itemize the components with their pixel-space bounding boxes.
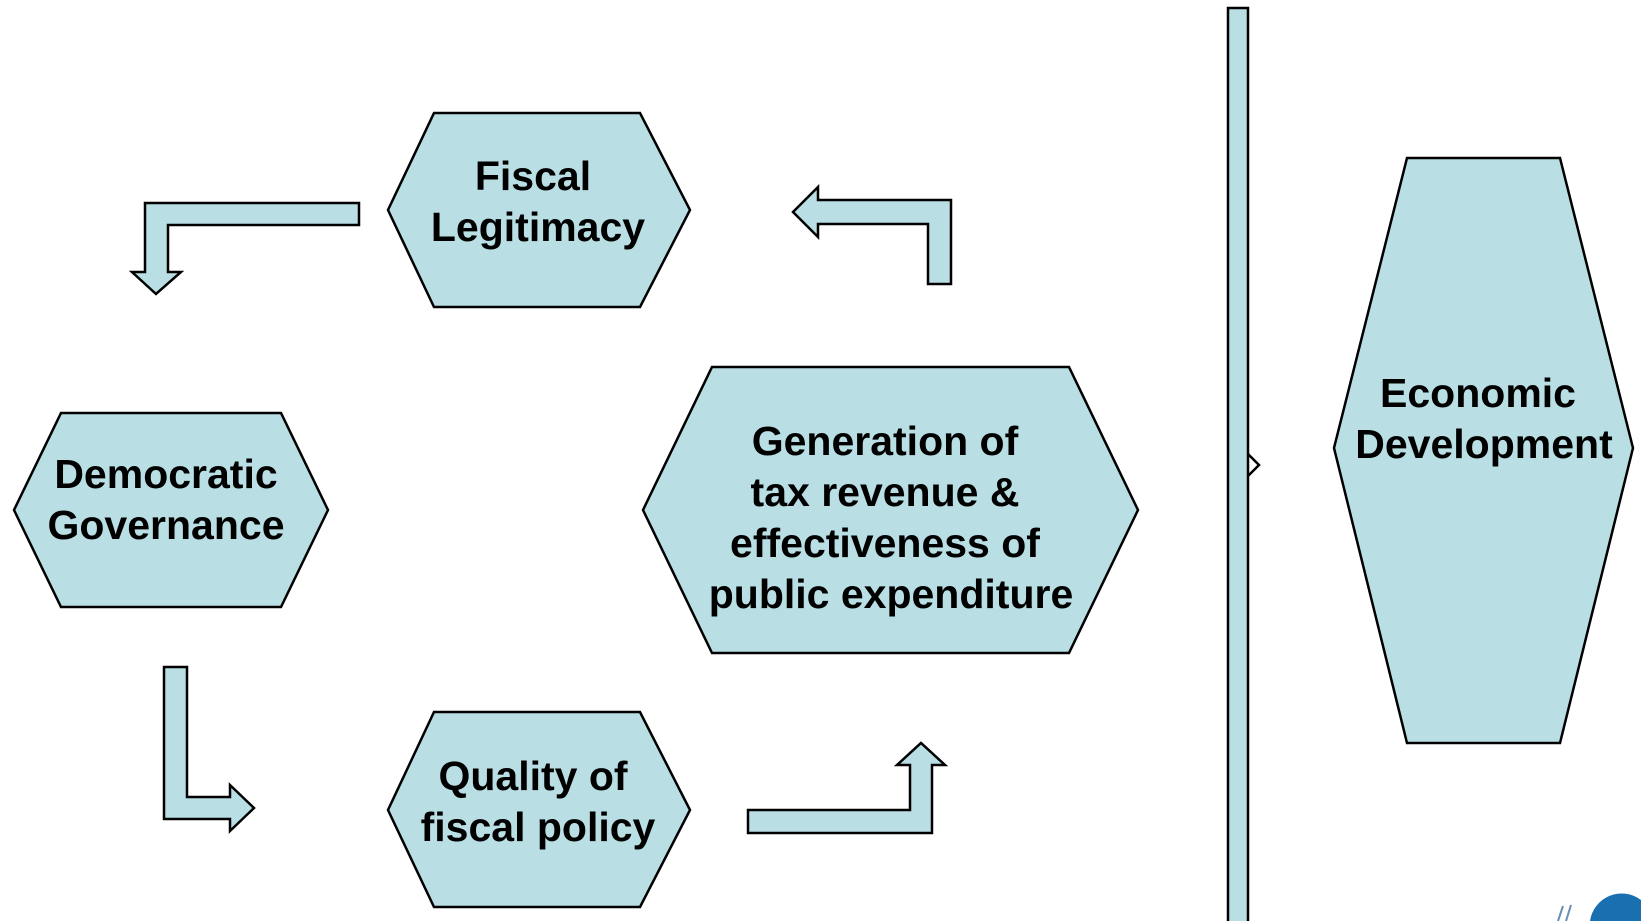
democratic-governance-hexagon (12, 411, 330, 609)
fiscal-legitimacy-label-line1: Fiscal (475, 153, 591, 199)
generation-of-tax-revenue-label-line4: public expenditure (709, 571, 1074, 617)
logo-swoosh-icon (1557, 904, 1572, 921)
node-generation-of-tax-revenue: Generation of tax revenue & effectivenes… (641, 365, 1140, 655)
node-quality-of-fiscal-policy: Quality of fiscal policy (386, 710, 692, 909)
vertical-bar-arrow (1226, 6, 1261, 921)
quality-of-fiscal-policy-label-line1: Quality of (438, 753, 627, 799)
democratic-governance-label-line1: Democratic (54, 451, 277, 497)
vertical-bar (1226, 6, 1250, 921)
elbow-arrow-left-icon (791, 183, 953, 286)
economic-development-hexagon (1332, 156, 1635, 745)
fiscal-legitimacy-hexagon (386, 111, 692, 309)
quality-of-fiscal-policy-label-line2: fiscal policy (421, 804, 656, 850)
logo-icon (1557, 893, 1641, 921)
economic-development-label-line2: Development (1355, 421, 1613, 467)
democratic-governance-label-line2: Governance (48, 502, 285, 548)
fiscal-legitimacy-label-line2: Legitimacy (431, 204, 645, 250)
node-economic-development: Economic Development (1332, 156, 1635, 745)
node-fiscal-legitimacy: Fiscal Legitimacy (386, 111, 692, 309)
economic-development-label-line1: Economic (1380, 370, 1576, 416)
node-democratic-governance: Democratic Governance (12, 411, 330, 609)
logo-circle-icon (1590, 893, 1641, 921)
elbow-arrow-right-icon (162, 665, 256, 834)
generation-of-tax-revenue-label-line2: tax revenue & (751, 469, 1020, 515)
quality-of-fiscal-policy-hexagon (386, 710, 692, 909)
bar-arrowhead-icon (1247, 453, 1261, 477)
generation-of-tax-revenue-hexagon (641, 365, 1140, 655)
generation-of-tax-revenue-label-line1: Generation of (752, 418, 1019, 464)
elbow-arrow-up-icon (746, 741, 949, 835)
elbow-arrow-down-icon (128, 201, 361, 296)
generation-of-tax-revenue-label-line3: effectiveness of (730, 520, 1040, 566)
